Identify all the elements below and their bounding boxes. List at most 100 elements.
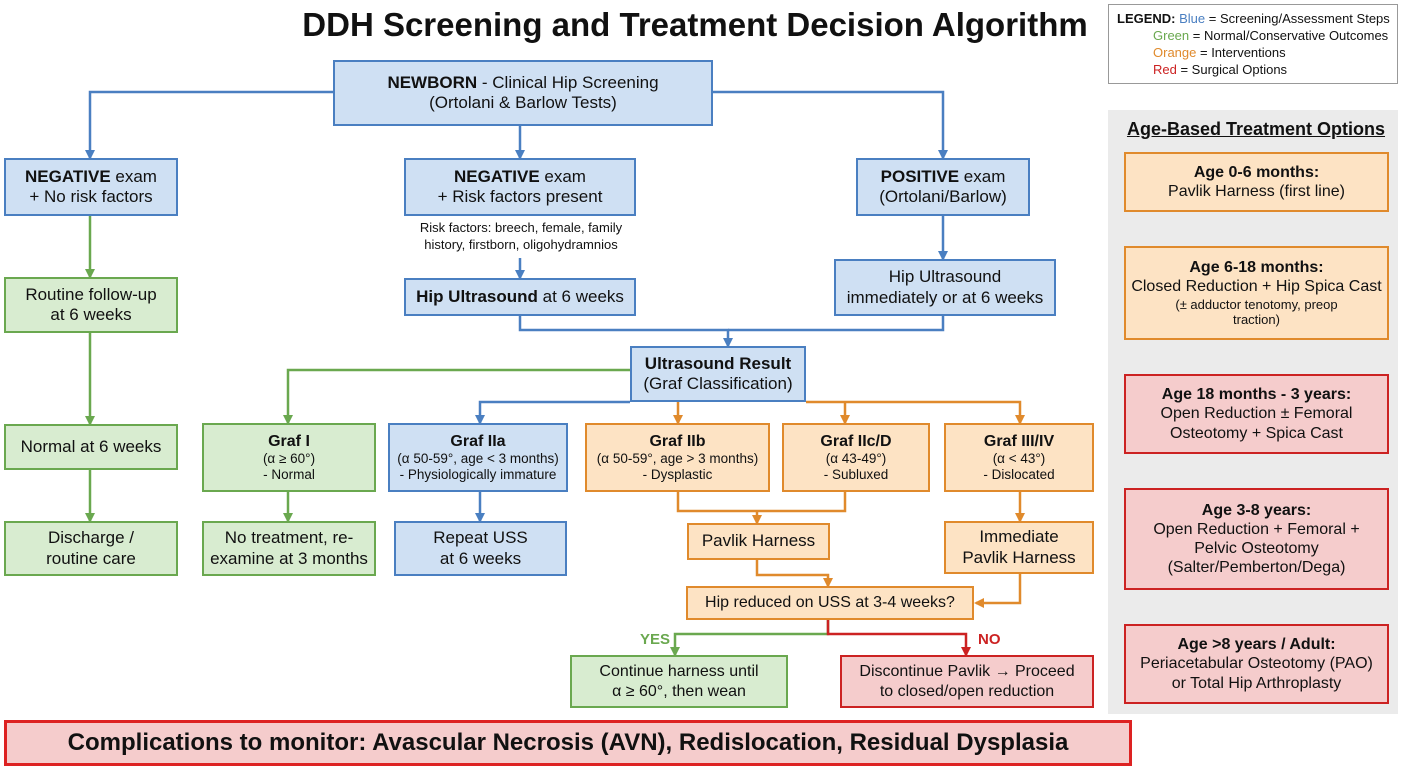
legend-orange-text: = Interventions [1196, 44, 1286, 60]
panel-2-bold: Age 18 months - 3 years: [1161, 386, 1352, 404]
pavlik-text: Pavlik Harness [701, 531, 816, 551]
discharge-line2: routine care [46, 548, 136, 568]
panel-1-line2: Closed Reduction + Hip Spica Cast [1131, 278, 1382, 296]
neg-risk-line2: + Risk factors present [437, 187, 603, 206]
newborn-tests: (Ortolani & Barlow Tests) [429, 93, 617, 112]
pos-bold: POSITIVE [880, 166, 960, 186]
panel-0-bold: Age 0-6 months: [1193, 163, 1320, 181]
edge-pavlik-reduced [755, 560, 833, 588]
graf2cd-line3: - Subluxed [823, 467, 889, 483]
hip-us-6w-text: at 6 weeks [537, 286, 624, 306]
node-ultrasound-result: Ultrasound Result (Graf Classification) [630, 346, 806, 402]
node-graf-2a: Graf IIa (α 50-59°, age < 3 months) - Ph… [388, 423, 568, 492]
pos-line2: (Ortolani/Barlow) [879, 187, 1007, 206]
edge-us6w-result [518, 316, 733, 348]
neg-no-risk-line2: + No risk factors [29, 187, 153, 206]
edge-immediate-reduced [974, 574, 1022, 608]
graf2b-line2: (α 50-59°, age > 3 months) [596, 450, 759, 466]
panel-4-line3: or Total Hip Arthroplasty [1171, 674, 1342, 692]
pos-text: exam [959, 166, 1006, 186]
panel-item-6-18-months: Age 6-18 months: Closed Reduction + Hip … [1124, 246, 1389, 340]
hip-reduced-text: Hip reduced on USS at 3-4 weeks? [705, 594, 955, 612]
legend-green-word: Green [1153, 27, 1190, 43]
edge-reduced-yes [670, 620, 830, 657]
panel-2-line2: Open Reduction ± Femoral [1160, 405, 1353, 423]
panel-item-18m-3y: Age 18 months - 3 years: Open Reduction … [1124, 374, 1389, 454]
panel-0-line2: Pavlik Harness (first line) [1168, 183, 1345, 200]
page-title: DDH Screening and Treatment Decision Alg… [302, 6, 1088, 43]
legend-red-word: Red [1153, 61, 1177, 77]
normal-6w-text: Normal at 6 weeks [20, 436, 162, 456]
edge-result-graf1 [283, 368, 630, 425]
edge-usimm-result [728, 316, 945, 332]
graf34-bold: Graf III/IV [983, 432, 1055, 450]
edge-result-graf2a [475, 400, 630, 425]
graf2b-line3: - Dysplastic [642, 467, 713, 483]
panel-4-bold: Age >8 years / Adult: [1177, 636, 1336, 654]
edge-reduced-no [826, 620, 971, 657]
graf34-line2: (α < 43°) [992, 450, 1046, 466]
panel-3-line2: Open Reduction + Femoral + [1153, 520, 1360, 538]
edge-graf2b-pavlik [676, 492, 847, 513]
node-pavlik-harness: Pavlik Harness [687, 523, 830, 560]
graf2a-bold: Graf IIa [450, 432, 506, 450]
hip-us-imm-line1: Hip Ultrasound [888, 267, 1002, 287]
panel-3-bold: Age 3-8 years: [1201, 501, 1312, 519]
legend-green-text: = Normal/Conservative Outcomes [1189, 27, 1389, 43]
node-routine-follow-up: Routine follow-up at 6 weeks [4, 277, 178, 333]
panel-3-line3: Pelvic Osteotomy [1194, 540, 1319, 557]
edge-newborn-negative [85, 90, 333, 160]
node-negative-risk: NEGATIVE exam + Risk factors present [404, 158, 636, 216]
node-hip-reduced-question: Hip reduced on USS at 3-4 weeks? [686, 586, 974, 620]
panel-item-8y-adult: Age >8 years / Adult: Periacetabular Ost… [1124, 624, 1389, 704]
no-label: NO [978, 631, 1001, 648]
graf34-line3: - Dislocated [983, 467, 1055, 483]
newborn-bold: NEWBORN [387, 72, 478, 92]
legend-heading: LEGEND: [1117, 11, 1176, 26]
continue-line1: Continue harness until [599, 663, 759, 681]
panel-1-line4: traction) [1233, 312, 1280, 328]
repeat-uss-line2: at 6 weeks [439, 548, 522, 568]
panel-2-line3: Osteotomy + Spica Cast [1170, 424, 1343, 442]
edge-newborn-positive [713, 90, 948, 160]
routine-line1: Routine follow-up [25, 284, 157, 304]
panel-4-line2: Periacetabular Osteotomy (PAO) [1140, 655, 1373, 673]
neg-no-risk-text: exam [110, 166, 157, 186]
node-positive-exam: POSITIVE exam (Ortolani/Barlow) [856, 158, 1030, 216]
legend: LEGEND: Blue = Screening/Assessment Step… [1108, 4, 1398, 84]
graf1-bold: Graf I [268, 432, 310, 450]
panel-3-line4: (Salter/Pemberton/Dega) [1167, 559, 1346, 577]
panel-1-bold: Age 6-18 months: [1189, 259, 1324, 277]
discontinue-line2: to closed/open reduction [879, 682, 1055, 700]
node-discontinue-pavlik: Discontinue Pavlik → Proceed to closed/o… [840, 655, 1094, 708]
node-immediate-pavlik: Immediate Pavlik Harness [944, 521, 1094, 574]
node-graf-3-4: Graf III/IV (α < 43°) - Dislocated [944, 423, 1094, 492]
neg-risk-bold: NEGATIVE [454, 166, 540, 186]
graf2a-line2: (α 50-59°, age < 3 months) [397, 450, 559, 466]
node-graf-2cd: Graf IIc/D (α 43-49°) - Subluxed [782, 423, 930, 492]
hip-us-6w-bold: Hip Ultrasound [416, 286, 538, 306]
yes-label: YES [640, 631, 671, 648]
routine-line2: at 6 weeks [50, 305, 132, 324]
node-graf-2b: Graf IIb (α 50-59°, age > 3 months) - Dy… [585, 423, 770, 492]
neg-risk-text: exam [539, 166, 586, 186]
node-no-treatment: No treatment, re- examine at 3 months [202, 521, 376, 576]
us-result-line2: (Graf Classification) [643, 374, 793, 393]
graf1-line2: (α ≥ 60°) [262, 450, 316, 466]
graf2cd-bold: Graf IIc/D [820, 432, 892, 450]
discontinue-line1: Discontinue Pavlik → Proceed [859, 663, 1075, 681]
node-discharge: Discharge / routine care [4, 521, 178, 576]
node-graf-1: Graf I (α ≥ 60°) - Normal [202, 423, 376, 492]
age-panel-title: Age-Based Treatment Options [1126, 119, 1386, 139]
risk-factors-note: Risk factors: breech, female, family his… [396, 220, 646, 254]
panel-1-line3: (± adductor tenotomy, preop [1175, 296, 1338, 312]
imm-pavlik-line2: Pavlik Harness [962, 547, 1076, 567]
panel-item-0-6-months: Age 0-6 months: Pavlik Harness (first li… [1124, 152, 1389, 212]
node-normal-6-weeks: Normal at 6 weeks [4, 424, 178, 470]
no-treat-line1: No treatment, re- [224, 528, 354, 548]
complications-footer: Complications to monitor: Avascular Necr… [4, 720, 1132, 766]
node-negative-no-risk: NEGATIVE exam + No risk factors [4, 158, 178, 216]
graf2b-bold: Graf IIb [649, 432, 706, 450]
legend-red-text: = Surgical Options [1176, 61, 1288, 77]
